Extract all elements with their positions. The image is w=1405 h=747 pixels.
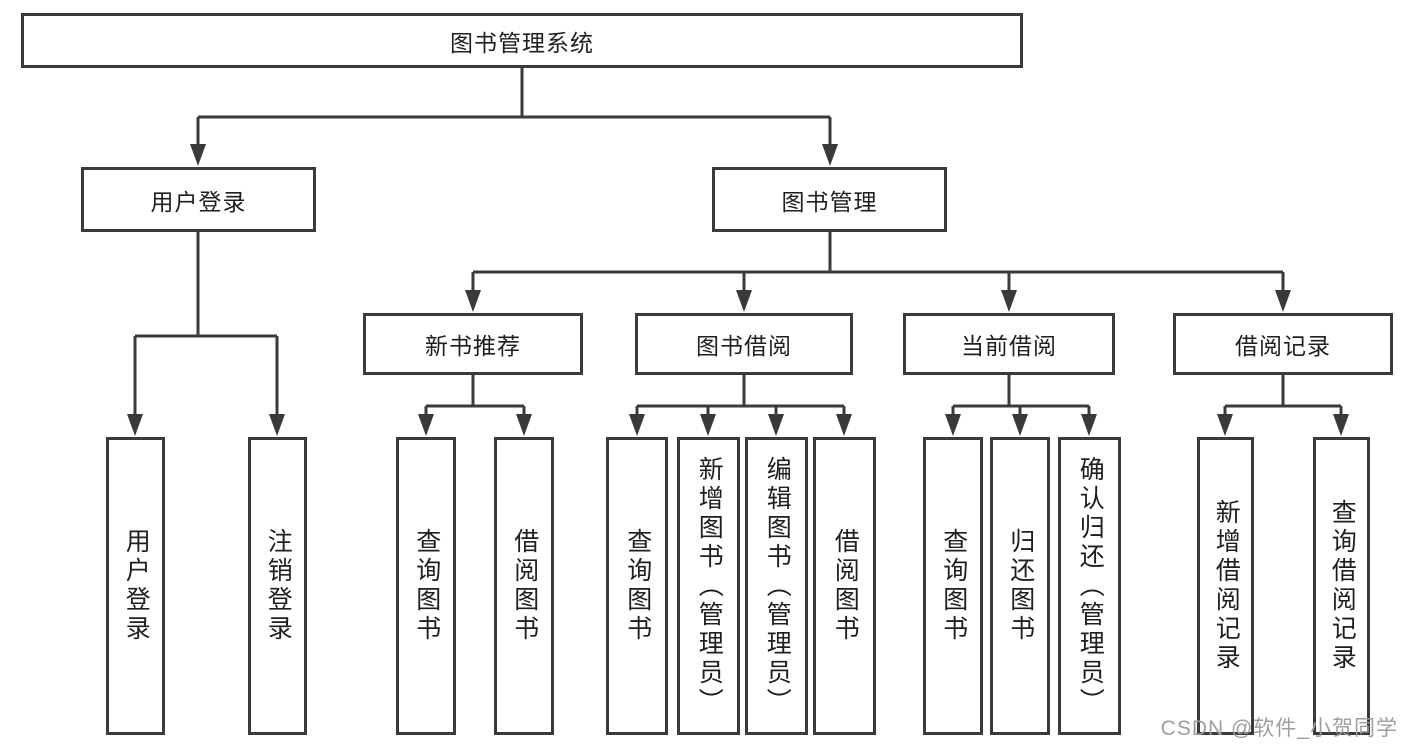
- leaf-borrow-borrow-books: 借阅图书: [813, 437, 876, 735]
- node-book-management: 图书管理: [712, 167, 947, 232]
- leaf-current-confirm-return-admin: 确认归还（管理员）: [1058, 437, 1121, 735]
- leaf-borrow-add-books-admin-label: 新增图书（管理员）: [695, 455, 724, 717]
- node-book-borrowing: 图书借阅: [635, 313, 853, 375]
- leaf-records-query-record-label: 查询借阅记录: [1328, 499, 1357, 673]
- leaf-current-query-books: 查询图书: [923, 437, 983, 735]
- node-borrow-records: 借阅记录: [1173, 313, 1393, 375]
- leaf-logout: 注销登录: [248, 437, 307, 735]
- leaf-borrow-edit-books-admin: 编辑图书（管理员）: [745, 437, 808, 735]
- leaf-borrow-borrow-books-label: 借阅图书: [831, 528, 860, 644]
- leaf-current-return-books-label: 归还图书: [1006, 528, 1035, 644]
- leaf-records-add-record-label: 新增借阅记录: [1212, 499, 1241, 673]
- leaf-recommend-borrow-books: 借阅图书: [494, 437, 554, 735]
- leaf-borrow-edit-books-admin-label: 编辑图书（管理员）: [763, 455, 792, 717]
- leaf-records-query-record: 查询借阅记录: [1313, 437, 1370, 735]
- leaf-current-query-books-label: 查询图书: [939, 528, 968, 644]
- leaf-current-confirm-return-admin-label: 确认归还（管理员）: [1076, 455, 1105, 717]
- node-new-book-recommend: 新书推荐: [363, 313, 583, 375]
- node-user-login: 用户登录: [81, 167, 316, 232]
- leaf-borrow-query-books: 查询图书: [606, 437, 668, 735]
- node-root: 图书管理系统: [21, 13, 1023, 68]
- leaf-current-return-books: 归还图书: [990, 437, 1050, 735]
- leaf-recommend-query-books-label: 查询图书: [412, 528, 441, 644]
- leaf-borrow-add-books-admin: 新增图书（管理员）: [677, 437, 740, 735]
- csdn-watermark: CSDN @软件_小贺同学: [1160, 717, 1398, 740]
- leaf-borrow-query-books-label: 查询图书: [623, 528, 652, 644]
- leaf-records-add-record: 新增借阅记录: [1197, 437, 1254, 735]
- leaf-logout-label: 注销登录: [264, 528, 293, 644]
- leaf-user-login-label: 用户登录: [122, 528, 151, 644]
- leaf-user-login: 用户登录: [106, 437, 165, 735]
- node-current-borrowing: 当前借阅: [903, 313, 1115, 375]
- leaf-recommend-borrow-books-label: 借阅图书: [510, 528, 539, 644]
- leaf-recommend-query-books: 查询图书: [396, 437, 456, 735]
